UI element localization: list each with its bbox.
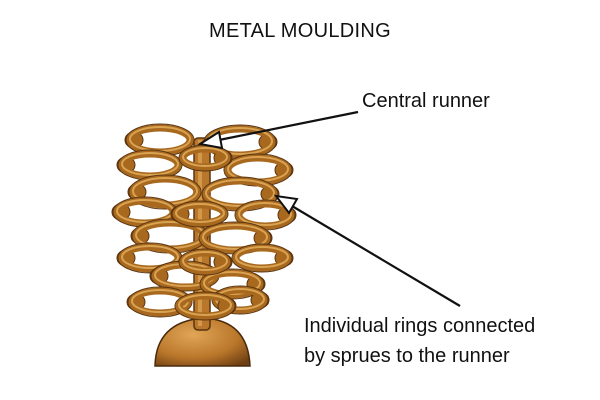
- label-rings-line2: by sprues to the runner: [304, 345, 510, 367]
- ring-highlight: [175, 203, 225, 223]
- ring-outline: [231, 243, 293, 273]
- ring-highlight: [178, 294, 232, 316]
- ring-outline: [127, 286, 193, 318]
- ring-highlight: [182, 251, 228, 271]
- ring-outline: [178, 248, 232, 276]
- arrow-rings: [273, 194, 461, 307]
- ring-outline: [171, 200, 229, 228]
- ring-highlight: [121, 245, 179, 269]
- ring-highlight: [205, 179, 275, 207]
- ring-highlight: [121, 152, 179, 176]
- ring-highlight: [235, 246, 289, 268]
- ring-highlight: [202, 224, 268, 250]
- rings-cluster: [111, 123, 297, 321]
- ring-highlight: [238, 202, 292, 226]
- label-rings-line1: Individual rings connected: [304, 315, 536, 337]
- ring-highlight: [182, 147, 228, 167]
- arrow-central-runner: [197, 110, 359, 150]
- label-individual-rings: Individual rings connected by sprues to …: [304, 311, 600, 371]
- ring-outline: [128, 174, 202, 210]
- label-central-runner: Central runner: [362, 90, 490, 112]
- ring-outline: [174, 291, 236, 321]
- ring-outline: [211, 285, 269, 315]
- page-title: METAL MOULDING: [209, 20, 391, 42]
